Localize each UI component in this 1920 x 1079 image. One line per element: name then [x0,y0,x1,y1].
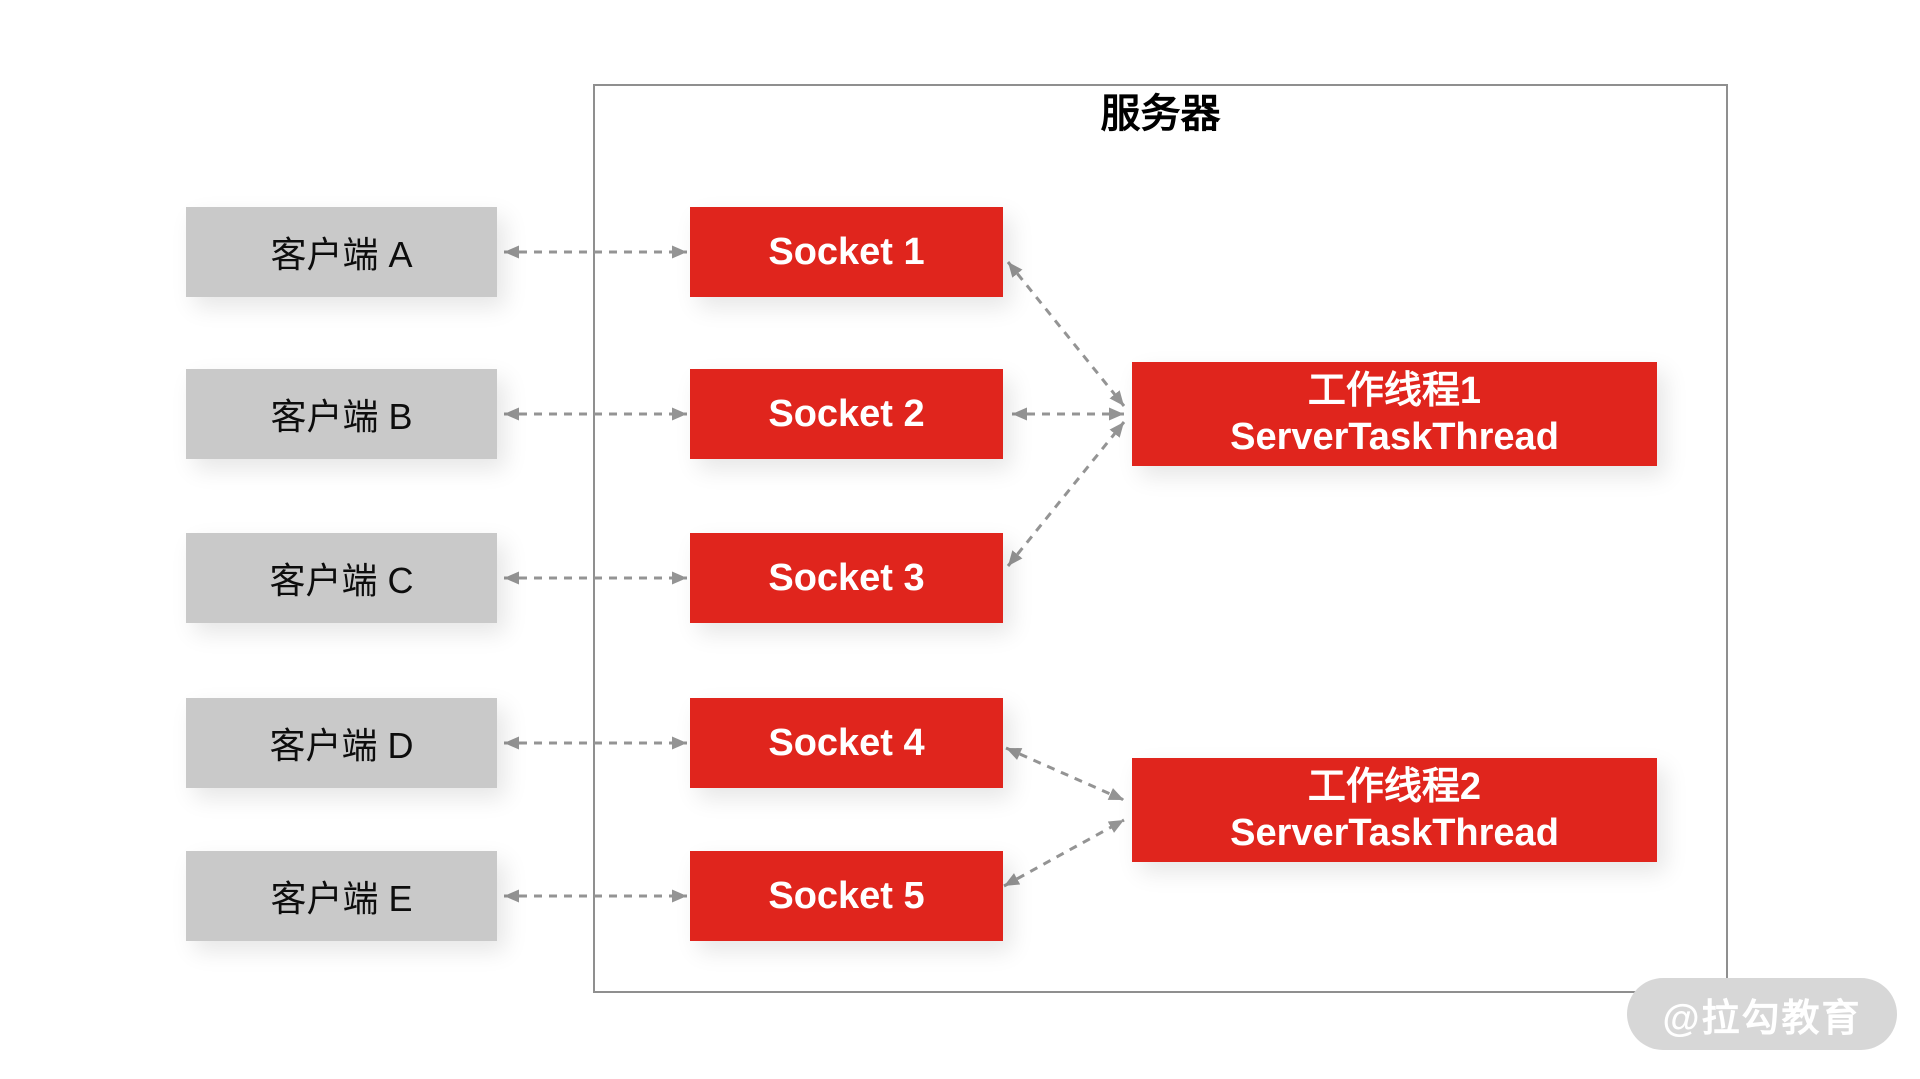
watermark-label: @拉勾教育 [1662,997,1862,1040]
socket-box-3: Socket 3 [690,533,1003,623]
server-container-box [593,84,1728,993]
socket-label-4: Socket 4 [768,721,925,764]
client-box-b: 客户端 B [186,369,497,459]
client-box-c: 客户端 C [186,533,497,623]
client-label-c: 客户端 C [269,560,414,601]
worker-thread-box-1: 工作线程1 ServerTaskThread [1132,362,1657,466]
worker-thread-box-2: 工作线程2 ServerTaskThread [1132,758,1657,862]
worker2-subtitle: ServerTaskThread [1230,812,1559,854]
client-box-a: 客户端 A [186,207,497,297]
socket-box-5: Socket 5 [690,851,1003,941]
worker2-title: 工作线程2 [1307,766,1482,808]
client-box-e: 客户端 E [186,851,497,941]
worker1-subtitle: ServerTaskThread [1230,416,1559,458]
client-label-b: 客户端 B [270,396,413,437]
socket-label-5: Socket 5 [768,874,925,917]
worker1-title: 工作线程1 [1307,370,1482,412]
client-label-a: 客户端 A [270,234,413,275]
watermark-badge: @拉勾教育 [1627,978,1897,1050]
server-title: 服务器 [1100,92,1221,136]
socket-box-4: Socket 4 [690,698,1003,788]
socket-box-1: Socket 1 [690,207,1003,297]
client-label-e: 客户端 E [270,878,413,919]
socket-box-2: Socket 2 [690,369,1003,459]
socket-label-1: Socket 1 [768,230,925,273]
client-label-d: 客户端 D [269,725,414,766]
socket-label-3: Socket 3 [768,556,925,599]
socket-label-2: Socket 2 [768,392,925,435]
client-box-d: 客户端 D [186,698,497,788]
